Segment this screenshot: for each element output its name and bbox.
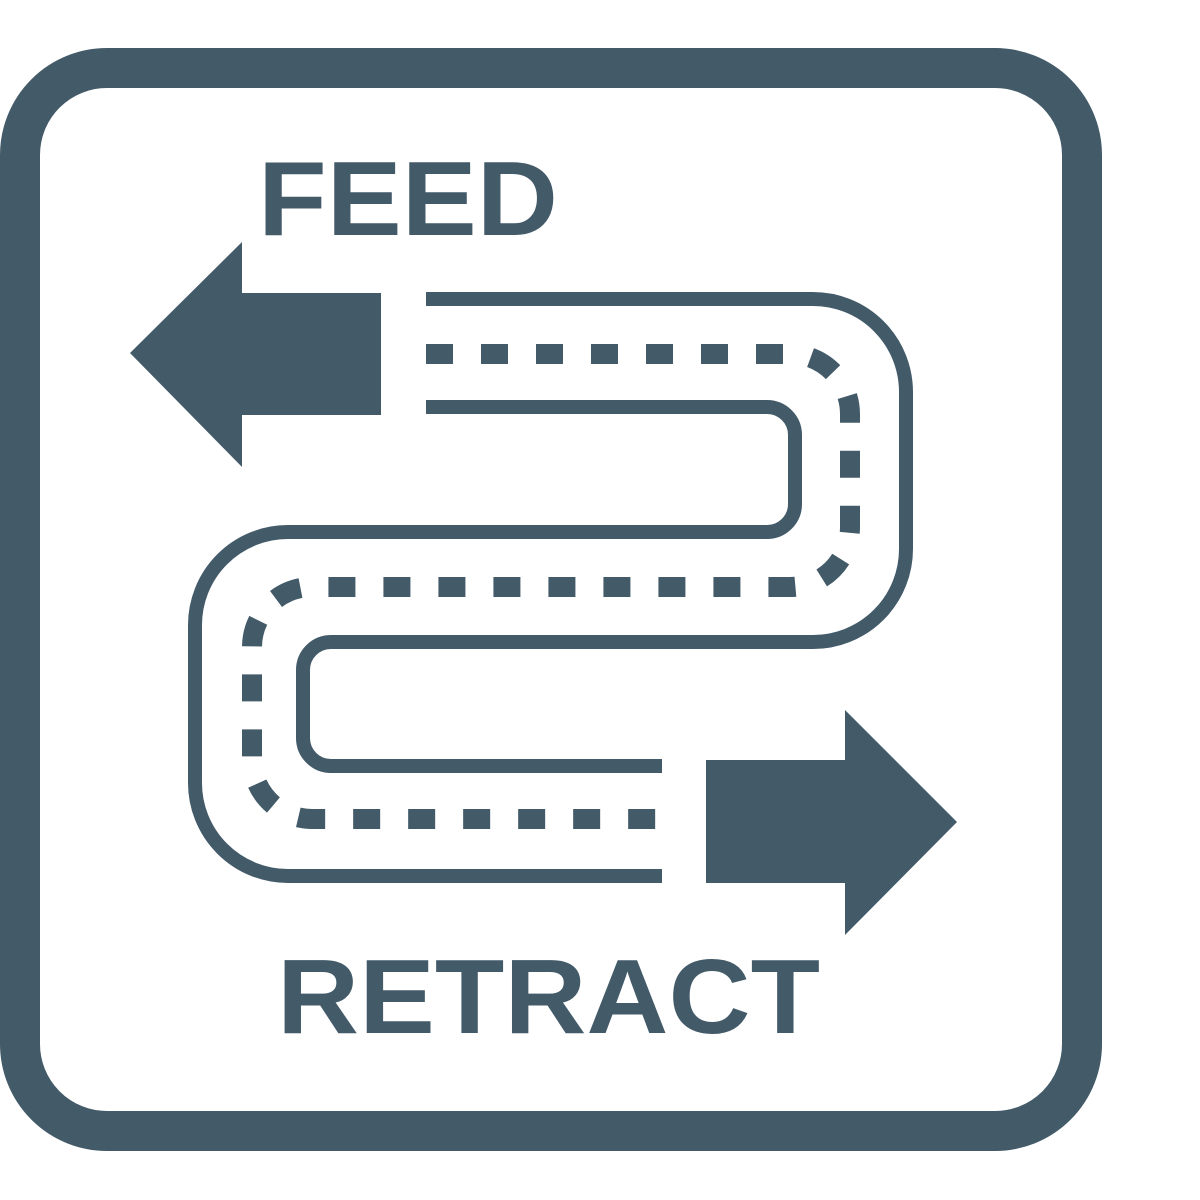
retract-label: RETRACT bbox=[277, 938, 820, 1056]
cable-path-inner-edge bbox=[188, 400, 802, 883]
feed-label: FEED bbox=[258, 140, 558, 258]
feed-arrow-icon bbox=[130, 242, 381, 467]
cable-path-center-dashes bbox=[242, 344, 860, 829]
retract-arrow-icon bbox=[706, 710, 957, 935]
cable-path-outer-edge bbox=[296, 292, 913, 773]
